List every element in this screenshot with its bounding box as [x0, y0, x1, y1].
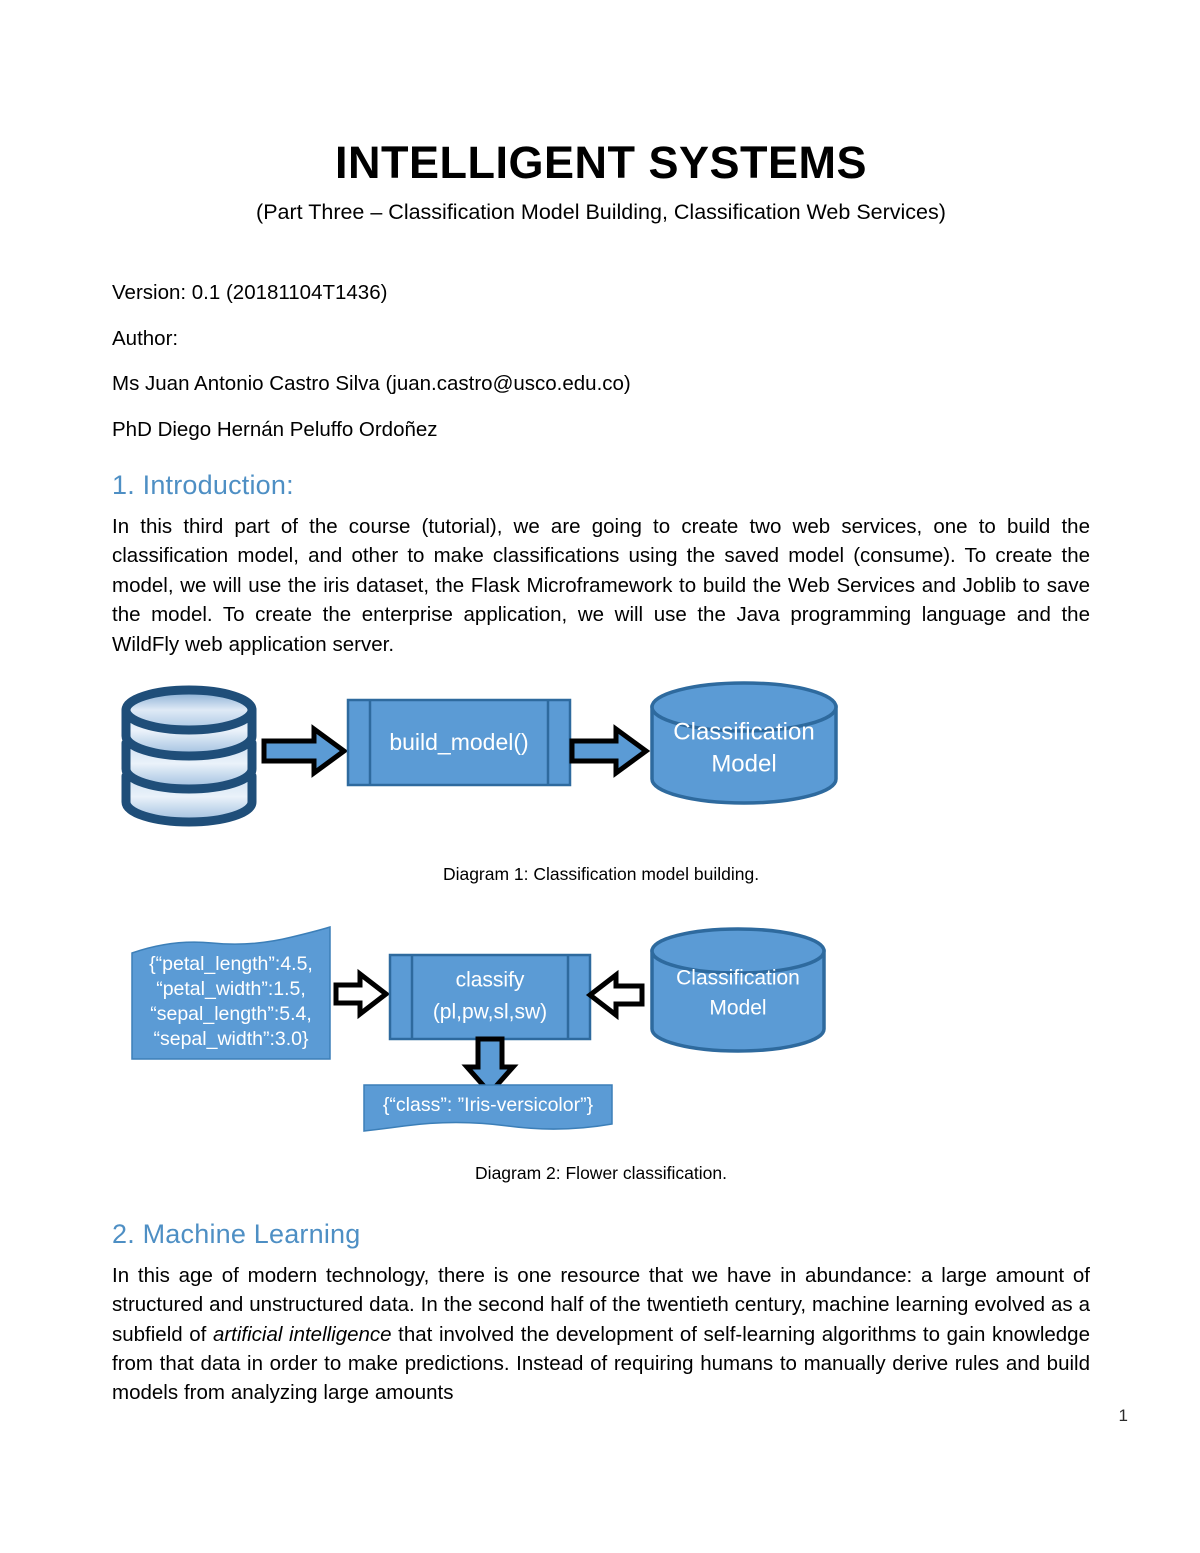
author-primary: Ms Juan Antonio Castro Silva (juan.castr…: [112, 372, 631, 396]
input-json-line-4: “sepal_width”:3.0}: [153, 1028, 308, 1050]
build-model-label: build_model(): [389, 729, 528, 755]
input-json-line-1: {“petal_length”:4.5,: [149, 953, 313, 975]
classification-model-label-line-1: Classification: [673, 718, 814, 745]
build-model-process-box: build_model(): [346, 698, 572, 787]
output-json-document-shape: {“class”: ”Iris-versicolor”}: [363, 1084, 613, 1132]
author-secondary: PhD Diego Hernán Peluffo Ordoñez: [112, 417, 438, 441]
input-json-line-2: “petal_width”:1.5,: [156, 978, 306, 1000]
section-heading-introduction: 1. Introduction:: [112, 470, 294, 501]
diagram-2-canvas: {“petal_length”:4.5, “petal_width”:1.5, …: [131, 926, 826, 1132]
diagram-2-figure: {“petal_length”:4.5, “petal_width”:1.5, …: [112, 919, 1090, 1151]
section-paragraph-machine-learning: In this age of modern technology, there …: [112, 1261, 1090, 1408]
page-number: 1: [1118, 1406, 1128, 1425]
page-title: INTELLIGENT SYSTEMS: [334, 137, 868, 188]
classify-process-box: classify (pl,pw,sl,sw): [388, 953, 592, 1041]
author-label: Author:: [112, 326, 179, 350]
section-paragraph-introduction: In this third part of the course (tutori…: [112, 515, 1090, 656]
classify-label-line-1: classify: [456, 969, 525, 992]
arrow-database-to-build-model: [261, 724, 349, 778]
classification-model-label-line-2: Model: [711, 750, 776, 777]
classification-model-cylinder: Classification Model: [650, 681, 838, 805]
ml-paragraph-emphasis: artificial intelligence: [212, 1322, 392, 1346]
version-line: Version: 0.1 (20181104T1436): [112, 281, 388, 305]
diagram-1-figure: build_model() Classification Model: [112, 681, 1090, 851]
page-subtitle: (Part Three – Classification Model Build…: [256, 200, 946, 225]
classification-model-2-label-line-2: Model: [709, 997, 766, 1020]
ml-paragraph-part-2: that involved the development of self-le…: [112, 1322, 1090, 1405]
classification-model-cylinder-2: Classification Model: [650, 927, 826, 1053]
arrow-build-model-to-classification-model: [569, 724, 651, 778]
diagram-1-caption: Diagram 1: Classification model building…: [442, 864, 760, 885]
classification-model-2-label-line-1: Classification: [676, 967, 800, 990]
ml-paragraph-part-1: In this age of modern technology, there …: [112, 1263, 1090, 1346]
database-cylinder-icon: [121, 685, 257, 827]
input-json-document-shape: {“petal_length”:4.5, “petal_width”:1.5, …: [131, 926, 331, 1060]
output-json-label: {“class”: ”Iris-versicolor”}: [383, 1094, 594, 1116]
arrow-model-to-classify: [585, 969, 645, 1021]
document-metadata: Version: 0.1 (20181104T1436) Author: Ms …: [112, 283, 1090, 440]
section-heading-machine-learning: 2. Machine Learning: [112, 1219, 361, 1250]
document-content: INTELLIGENT SYSTEMS (Part Three – Classi…: [112, 0, 1090, 1408]
diagram-1-canvas: build_model() Classification Model: [121, 681, 838, 827]
input-json-line-3: “sepal_length”:5.4,: [150, 1003, 312, 1025]
diagram-2-caption: Diagram 2: Flower classification.: [475, 1163, 727, 1184]
classify-label-line-2: (pl,pw,sl,sw): [433, 1001, 547, 1024]
arrow-input-to-classify: [333, 968, 391, 1020]
arrow-classify-to-output: [461, 1036, 519, 1097]
